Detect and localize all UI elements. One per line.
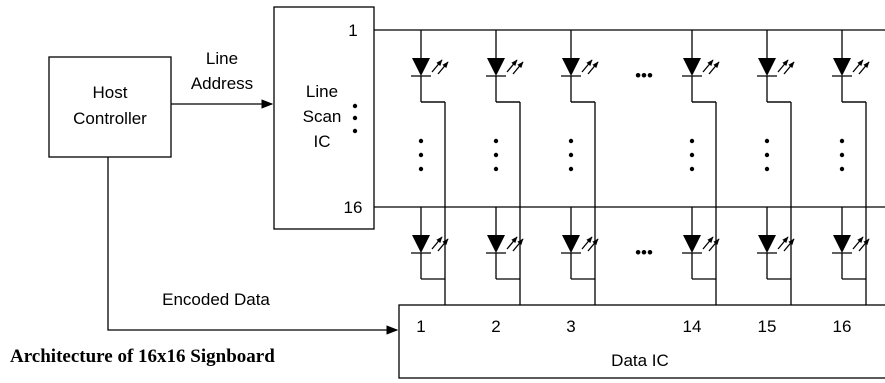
host-controller-label-line1: Host	[93, 83, 128, 102]
led-diode-icon	[833, 235, 851, 253]
light-arrow-icon	[431, 59, 443, 73]
led-diode-icon	[833, 58, 851, 76]
column-vertical-dot	[689, 152, 695, 158]
light-arrow-icon	[702, 236, 714, 250]
led-diode-icon	[562, 235, 580, 253]
led-diode-icon	[683, 58, 701, 76]
light-arrow-icon	[783, 61, 795, 75]
led-cell	[486, 207, 524, 280]
diagram-caption: Architecture of 16x16 Signboard	[10, 346, 275, 367]
line-address-label-line1: Line	[206, 49, 238, 68]
encoded-data-label: Encoded Data	[162, 290, 270, 309]
data-ic-column-label-3: 3	[566, 317, 575, 336]
light-arrow-icon	[708, 61, 720, 75]
led-cell	[832, 207, 870, 280]
led-cell	[832, 30, 870, 103]
light-arrow-icon	[708, 238, 720, 252]
line-scan-ic-box	[273, 6, 375, 230]
column-vertical-dot	[418, 138, 424, 144]
light-arrow-icon	[512, 61, 524, 75]
column-vertical-dot	[568, 138, 574, 144]
light-arrow-icon	[702, 59, 714, 73]
encoded-data-arrow	[107, 157, 399, 335]
column-vertical-dot	[764, 152, 770, 158]
led-cell	[411, 30, 449, 103]
data-ic-column-label-5: 15	[758, 317, 777, 336]
led-cell	[411, 207, 449, 280]
light-arrow-icon	[777, 59, 789, 73]
led-diode-icon	[683, 235, 701, 253]
led-diode-icon	[758, 235, 776, 253]
host-controller-label-line2: Controller	[73, 109, 147, 128]
data-ic-column-label-4: 14	[683, 317, 702, 336]
led-cell	[757, 207, 795, 280]
column-vertical-dot	[839, 152, 845, 158]
column-vertical-dot	[418, 166, 424, 172]
data-ic-column-label-2: 2	[491, 317, 500, 336]
light-arrow-icon	[437, 61, 449, 75]
column-vertical-dot	[568, 152, 574, 158]
column-vertical-dot	[689, 166, 695, 172]
bottom-row-ellipsis: •••	[635, 243, 653, 262]
line-scan-ic-label-line2: Scan	[303, 107, 342, 126]
light-arrow-icon	[783, 238, 795, 252]
column-vertical-dot	[764, 166, 770, 172]
scan-row-first-label: 1	[348, 21, 357, 40]
light-arrow-icon	[587, 238, 599, 252]
line-scan-ic-label-line3: IC	[314, 132, 331, 151]
light-arrow-icon	[587, 61, 599, 75]
column-vertical-dot	[568, 166, 574, 172]
line-address-label-line2: Address	[191, 74, 253, 93]
led-diode-icon	[412, 235, 430, 253]
led-diode-icon	[487, 235, 505, 253]
light-arrow-icon	[431, 236, 443, 250]
led-matrix	[411, 30, 870, 305]
led-cell	[757, 30, 795, 103]
led-diode-icon	[487, 58, 505, 76]
column-vertical-dot	[764, 138, 770, 144]
data-ic-column-label-6: 16	[833, 317, 852, 336]
column-vertical-dot	[839, 166, 845, 172]
light-arrow-icon	[858, 238, 870, 252]
led-cell	[486, 30, 524, 103]
light-arrow-icon	[506, 236, 518, 250]
line-scan-ic-label-line1: Line	[306, 82, 338, 101]
light-arrow-icon	[777, 236, 789, 250]
data-ic-box	[398, 304, 885, 379]
led-cell	[561, 30, 599, 103]
light-arrow-icon	[512, 238, 524, 252]
data-ic-label: Data IC	[611, 351, 669, 370]
led-cell	[561, 207, 599, 280]
light-arrow-icon	[437, 238, 449, 252]
column-vertical-dot	[493, 152, 499, 158]
light-arrow-icon	[852, 236, 864, 250]
column-vertical-dot	[689, 138, 695, 144]
light-arrow-icon	[581, 59, 593, 73]
led-cell	[682, 30, 720, 103]
column-vertical-dot	[839, 138, 845, 144]
led-diode-icon	[562, 58, 580, 76]
led-diode-icon	[412, 58, 430, 76]
led-cell	[682, 207, 720, 280]
column-vertical-dot	[493, 166, 499, 172]
light-arrow-icon	[858, 61, 870, 75]
led-diode-icon	[758, 58, 776, 76]
light-arrow-icon	[506, 59, 518, 73]
light-arrow-icon	[581, 236, 593, 250]
column-vertical-dot	[493, 138, 499, 144]
scan-row-last-label: 16	[344, 198, 363, 217]
top-row-ellipsis: •••	[635, 66, 653, 85]
scan-ic-vertical-dots	[352, 103, 358, 134]
host-controller-box	[48, 56, 172, 158]
data-ic-column-label-1: 1	[416, 317, 425, 336]
light-arrow-icon	[852, 59, 864, 73]
column-vertical-dot	[418, 152, 424, 158]
data-ic-column-labels: 1 2 3 14 15 16	[416, 317, 851, 336]
